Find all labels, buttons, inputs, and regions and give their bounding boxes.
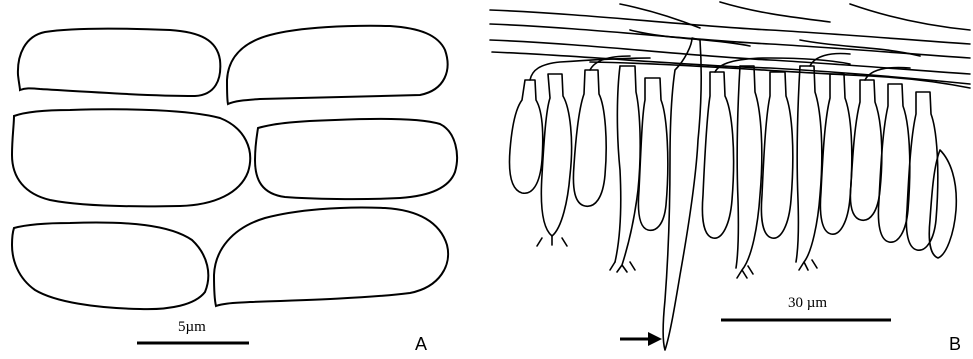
scale-bar-b-label: 30 µm — [788, 296, 827, 311]
spore-4 — [255, 119, 457, 199]
scale-bar-a-label: 5µm — [178, 320, 206, 335]
panel-a: 5µm A — [0, 0, 470, 359]
hymenium-drawing — [470, 0, 973, 359]
spores-drawing — [0, 0, 470, 359]
arrow-icon — [620, 332, 662, 346]
basidia — [510, 38, 957, 350]
panel-a-label: A — [415, 335, 427, 353]
spore-2 — [227, 26, 448, 104]
spore-6 — [214, 207, 448, 306]
spore-5 — [12, 223, 208, 310]
panel-b: 30 µm B — [470, 0, 973, 359]
spore-3 — [12, 109, 250, 206]
panel-b-label: B — [949, 335, 961, 353]
spore-1 — [18, 29, 220, 96]
